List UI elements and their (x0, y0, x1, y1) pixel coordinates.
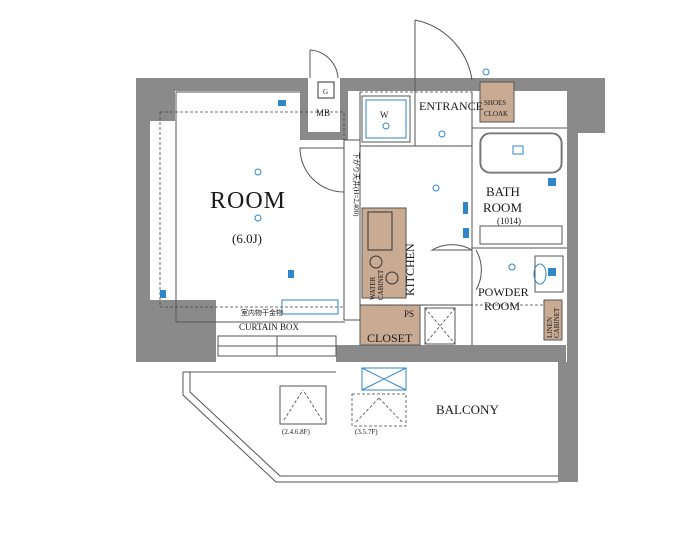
powder-light (508, 263, 516, 271)
wall-right-top (567, 78, 605, 133)
closet-label: CLOSET (367, 331, 413, 345)
bath-size-label: (1014) (497, 216, 521, 226)
washbasin (534, 255, 564, 293)
powder-label-2: ROOM (484, 299, 520, 313)
bath-door-swing (430, 244, 473, 251)
drying-rack-label: 室内物干金物 (241, 308, 283, 317)
bathtub-inner (480, 133, 562, 173)
hatch-b-dash-2 (378, 397, 403, 423)
balcony-inner (189, 372, 558, 477)
bathtub (479, 132, 563, 174)
evac-ladder-b (361, 367, 407, 391)
ceiling-light-room-2 (254, 214, 262, 222)
wall-left (136, 78, 150, 362)
bath-label-2: ROOM (483, 200, 522, 215)
hatch-b-label: (3.5.7F) (355, 428, 378, 436)
hatch-a-label: (2.4.6.8F) (282, 428, 310, 436)
labels: ROOM (6.0J) BATH ROOM (1014) POWDER ROOM… (210, 88, 561, 436)
entrance-light-2 (438, 130, 446, 138)
balcony (182, 367, 558, 483)
water-cabinet-label-1: WATER (369, 276, 377, 300)
outlet-2 (160, 290, 166, 298)
gas-meter-box (317, 81, 335, 99)
partitions (175, 91, 567, 346)
stove-burner-1 (369, 255, 383, 269)
toilet-area (424, 307, 456, 345)
ceiling-light-kitchen (432, 184, 440, 192)
hatch-a-dash-2 (302, 389, 323, 421)
ceiling-height-label: 下がり天井(H=2,400) (352, 152, 361, 217)
evac-hatch-a (279, 385, 327, 425)
balcony-label: BALCONY (436, 402, 499, 417)
outlet-bath (548, 178, 556, 186)
water-cabinet-label-2: CABINET (377, 269, 385, 300)
switch-kitchen (463, 202, 468, 214)
entrance-label: ENTRANCE (419, 99, 483, 113)
entrance-light (482, 68, 490, 76)
fixtures (317, 81, 564, 345)
shoes-label-2: CLOAK (484, 110, 508, 118)
sink (367, 211, 393, 251)
outlet-1 (278, 100, 286, 106)
wall-entrance-top (418, 78, 472, 91)
powder-door-swing (475, 249, 482, 291)
linen-cabinet-label-2: CABINET (553, 307, 561, 338)
powder-label-1: POWDER (478, 285, 529, 299)
washer-light (382, 122, 390, 130)
bath-label-1: BATH (486, 184, 520, 199)
ps-label: PS (404, 309, 414, 319)
w-label: W (380, 110, 389, 120)
linen-cabinet-label-1: LINEN (546, 317, 554, 338)
room-dashed-outline (159, 111, 345, 308)
stove-burner-2 (385, 271, 399, 285)
bath-drain (512, 145, 524, 155)
basin-bowl (533, 263, 547, 285)
windows (217, 299, 339, 357)
wall-top-left (136, 78, 302, 91)
linen-cabinet (543, 299, 563, 341)
room-label: ROOM (210, 188, 286, 214)
entrance-dashed (359, 91, 473, 147)
hatch-b-dash-1 (355, 397, 380, 423)
wall-right (567, 133, 578, 363)
curtain-box-label: CURTAIN BOX (239, 322, 299, 332)
toilet-dash-1 (424, 307, 456, 345)
wall-bottom (336, 345, 566, 362)
closet-box (359, 304, 421, 346)
pillar-top-left (150, 91, 175, 121)
shoes-cloak-box (479, 81, 515, 123)
hatch-a-dash-1 (283, 389, 304, 421)
g-label: G (323, 88, 328, 96)
entrance-door-swing (414, 19, 473, 92)
drying-rack (281, 299, 339, 315)
wall-balcony-right (558, 362, 578, 482)
toilet-dash-2 (424, 307, 456, 345)
balcony-outline (182, 372, 558, 483)
washer-pan (365, 99, 407, 139)
electrical-symbols (160, 68, 556, 298)
wall-mb-bottom (300, 132, 348, 140)
room-size-label: (6.0J) (232, 231, 262, 246)
kitchen-label: KITCHEN (403, 243, 417, 296)
room-door-swing (299, 147, 345, 193)
washer-space (361, 95, 411, 143)
dashed-lines (159, 91, 560, 308)
wall-top-mid (340, 78, 418, 91)
bath-floor (479, 225, 563, 245)
mb-door-swing (309, 49, 339, 79)
mb-label: MB (316, 108, 330, 118)
outlet-powder (548, 268, 556, 276)
kitchen-counter (361, 207, 407, 299)
switch-bath (463, 228, 469, 238)
shoes-label-1: SHOES (484, 99, 506, 107)
ladder-b-x2 (361, 367, 407, 391)
doors (299, 19, 482, 291)
outlet-3 (288, 270, 294, 278)
wall-mb-left (300, 78, 308, 140)
ceiling-light-room (254, 168, 262, 176)
evac-hatch-b (351, 393, 407, 427)
wall-mb-right (340, 78, 348, 140)
